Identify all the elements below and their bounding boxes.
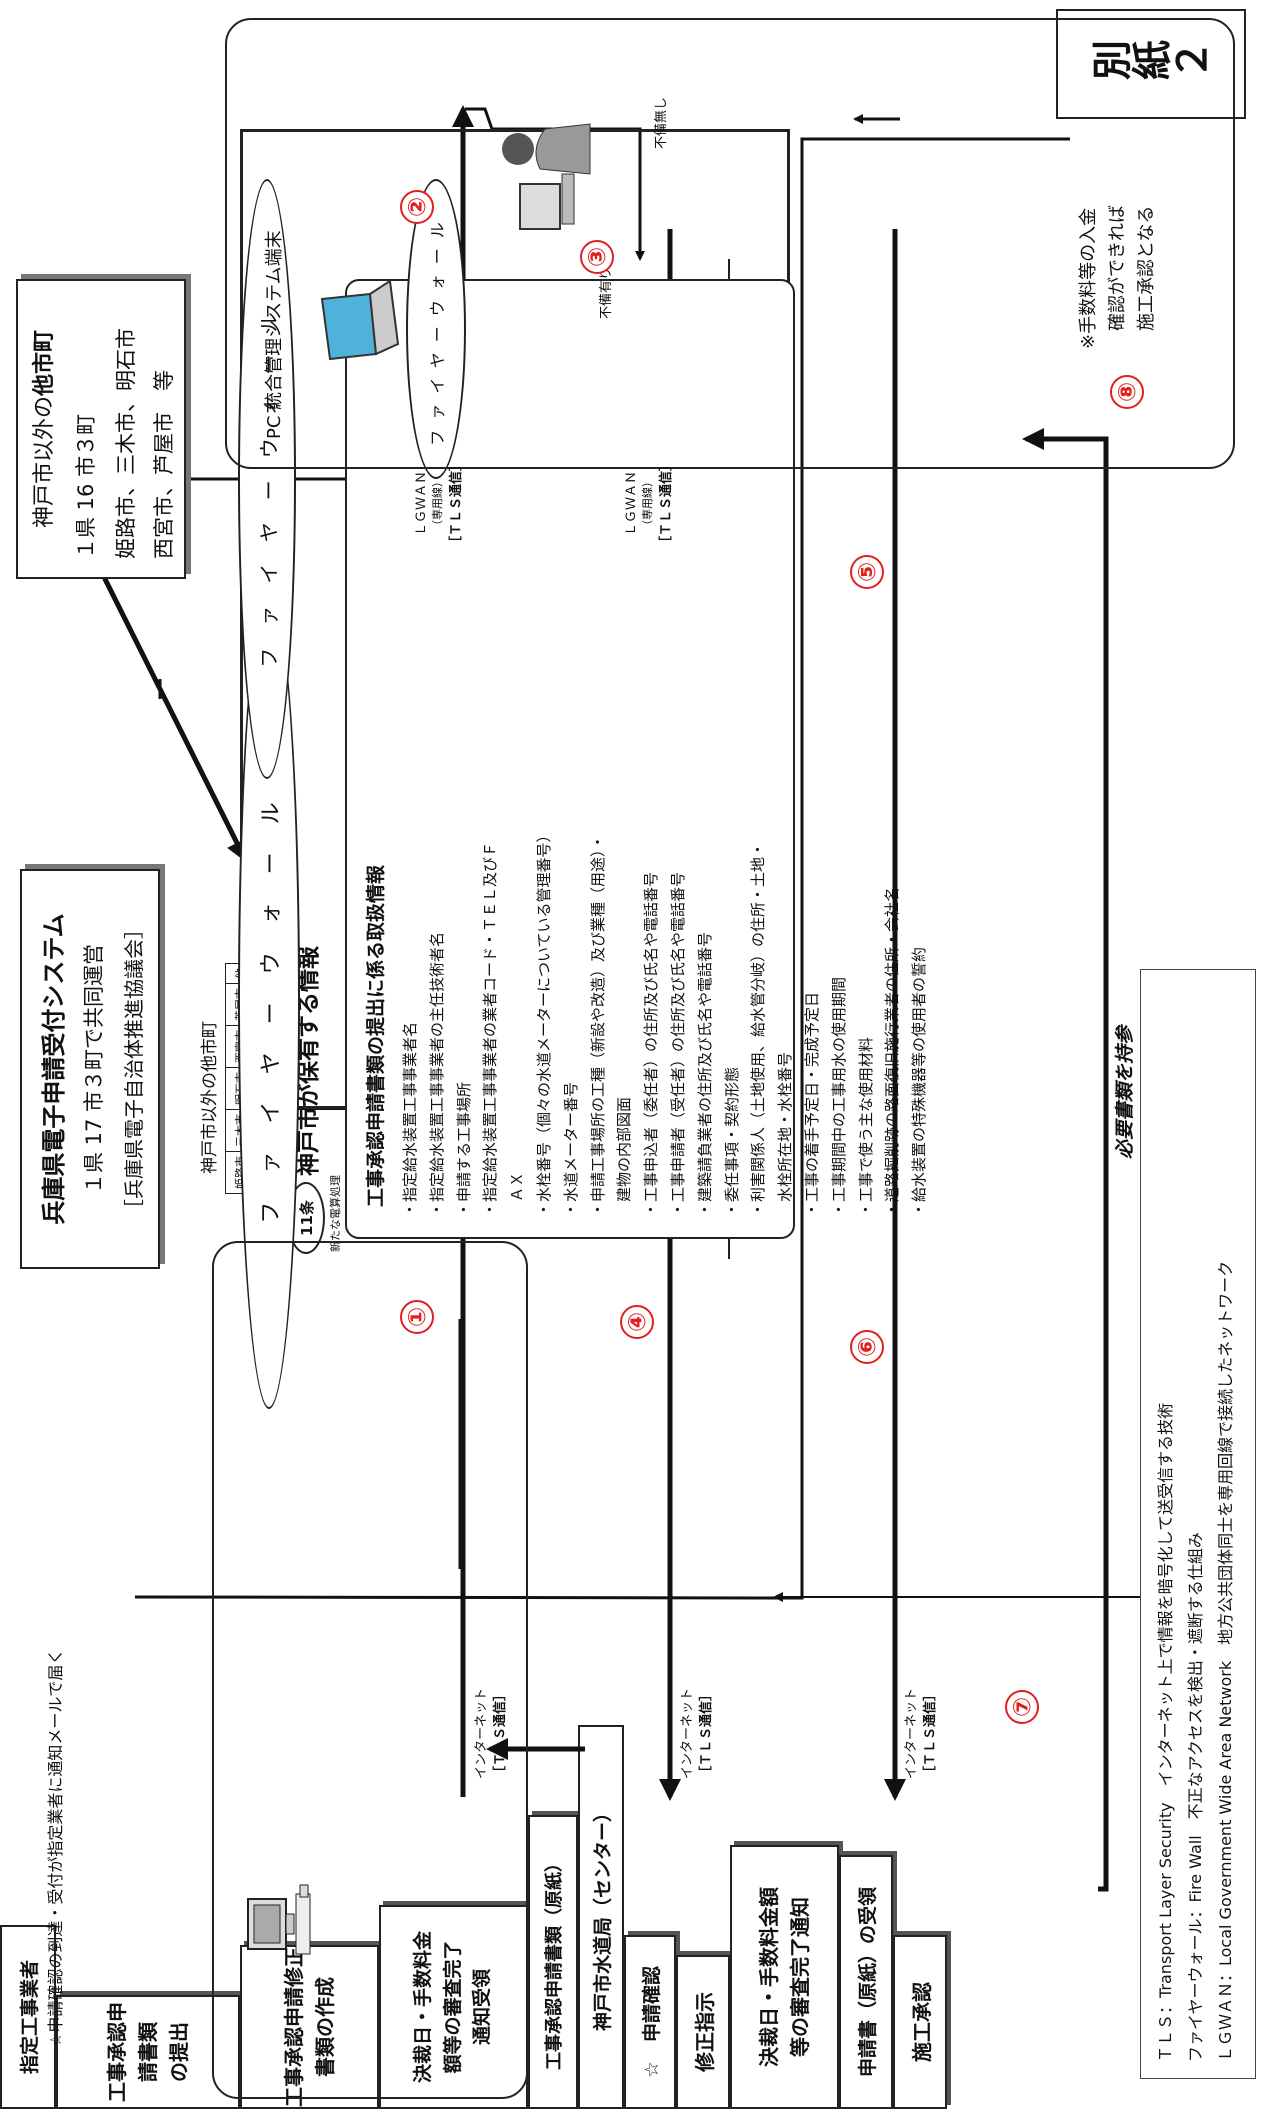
defect-yes-label: 不備有り: [599, 266, 614, 319]
step-8-badge: ⑧: [1110, 375, 1144, 409]
approval-note-line3: 施工承認となる: [1135, 205, 1157, 331]
bring-documents-note: 必要書類を持参: [1114, 1025, 1136, 1159]
channel-label-internet-4: インターネット ［ＴＬＳ通信］: [676, 1688, 714, 1779]
lgwan-sub-label: （専用線）: [431, 476, 444, 531]
info-list-title: 工事承認申請書類の提出に係る取扱情報: [365, 864, 387, 1207]
internet-label: インターネット: [680, 1687, 695, 1779]
legend-tls: ＴＬＳ：Transport Layer Security インターネット上で情報…: [1156, 1402, 1175, 2062]
tls-label: ［ＴＬＳ通信］: [659, 457, 674, 549]
top-note: ☆申請確認の到達・受付が指定業者に通知メールで届く: [46, 1648, 65, 2047]
operator-icon: [490, 109, 600, 239]
step-7-badge: ⑦: [1005, 1690, 1039, 1724]
legend-lgwan: ＬＧＷＡＮ：Local Government Wide Area Network…: [1216, 1260, 1235, 2062]
channel-label-internet-6: インターネット ［ＴＬＳ通信］: [900, 1688, 938, 1779]
tls-label: ［ＴＬＳ通信］: [493, 1687, 508, 1779]
computer-icon: [240, 1879, 320, 1959]
system-outline-line: [134, 137, 1070, 1600]
step-5-badge: ⑤: [850, 555, 884, 589]
other-cities-line2: １県 16 市３町: [74, 413, 98, 559]
step-6-badge: ⑥: [850, 1330, 884, 1364]
system-box: 兵庫県電子申請受付システム １県 17 市３町で共同運営 ［兵庫県電子自治体推進…: [20, 869, 160, 1269]
tls-label: ［ＴＬＳ通信］: [449, 457, 464, 549]
other-cities-line4: 西宮市、芦屋市 等: [152, 370, 176, 559]
approval-note-line2: 確認ができれば: [1106, 205, 1128, 331]
system-title: 兵庫県電子申請受付システム: [40, 913, 68, 1225]
contractor-region: [212, 1241, 528, 2099]
lgwan-label: ＬＧＷＡＮ: [414, 470, 429, 536]
other-cities-title: 神戸市以外の他市町: [32, 329, 57, 529]
arrow-other-cities: [87, 557, 248, 863]
lgwan-label: ＬＧＷＡＮ: [624, 470, 639, 536]
channel-label-internet-1: インターネット ［ＴＬＳ通信］: [470, 1688, 508, 1779]
legend-box: ＴＬＳ：Transport Layer Security インターネット上で情報…: [1140, 969, 1256, 2079]
step-4-badge: ④: [620, 1305, 654, 1339]
approval-note: ※手数料等の入金 確認ができれば 施工承認となる: [1075, 205, 1161, 349]
terminal-label: PC 統合管理システム端末: [264, 230, 285, 439]
step-1-badge: ①: [400, 1300, 434, 1334]
laptop-icon: [320, 279, 400, 369]
system-line2: １県 17 市３町で共同運営: [82, 943, 106, 1195]
step-2-badge: ②: [400, 190, 434, 224]
defect-no-label: 不備無し: [654, 96, 669, 149]
approval-note-line1: ※手数料等の入金: [1078, 207, 1099, 349]
tls-label: ［ＴＬＳ通信］: [699, 1687, 714, 1779]
other-cities-table-title: 神戸市以外の他市町: [200, 1021, 220, 1174]
step-3-badge: ③: [580, 240, 614, 274]
other-cities-box: 神戸市以外の他市町 １県 16 市３町 姫路市、三木市、明石市 西宮市、芦屋市 …: [16, 279, 186, 579]
internet-label: インターネット: [474, 1687, 489, 1779]
system-line3: ［兵庫県電子自治体推進協議会］: [122, 919, 146, 1219]
channel-label-lgwan-5: ＬＧＷＡＮ（専用線） ［ＴＬＳ通信］: [620, 458, 674, 549]
other-cities-line3: 姫路市、三木市、明石市: [114, 328, 138, 559]
channel-label-lgwan-1: ＬＧＷＡＮ（専用線） ［ＴＬＳ通信］: [410, 458, 464, 549]
lgwan-sub-label: （専用線）: [641, 476, 654, 531]
internet-label: インターネット: [904, 1687, 919, 1779]
arrow-original-paper: [1022, 428, 1109, 1892]
legend-firewall: ファイヤーウォール：Fire Wall 不正なアクセスを検出・遮断する仕組み: [1186, 1532, 1205, 2062]
tls-label: ［ＴＬＳ通信］: [923, 1687, 938, 1779]
